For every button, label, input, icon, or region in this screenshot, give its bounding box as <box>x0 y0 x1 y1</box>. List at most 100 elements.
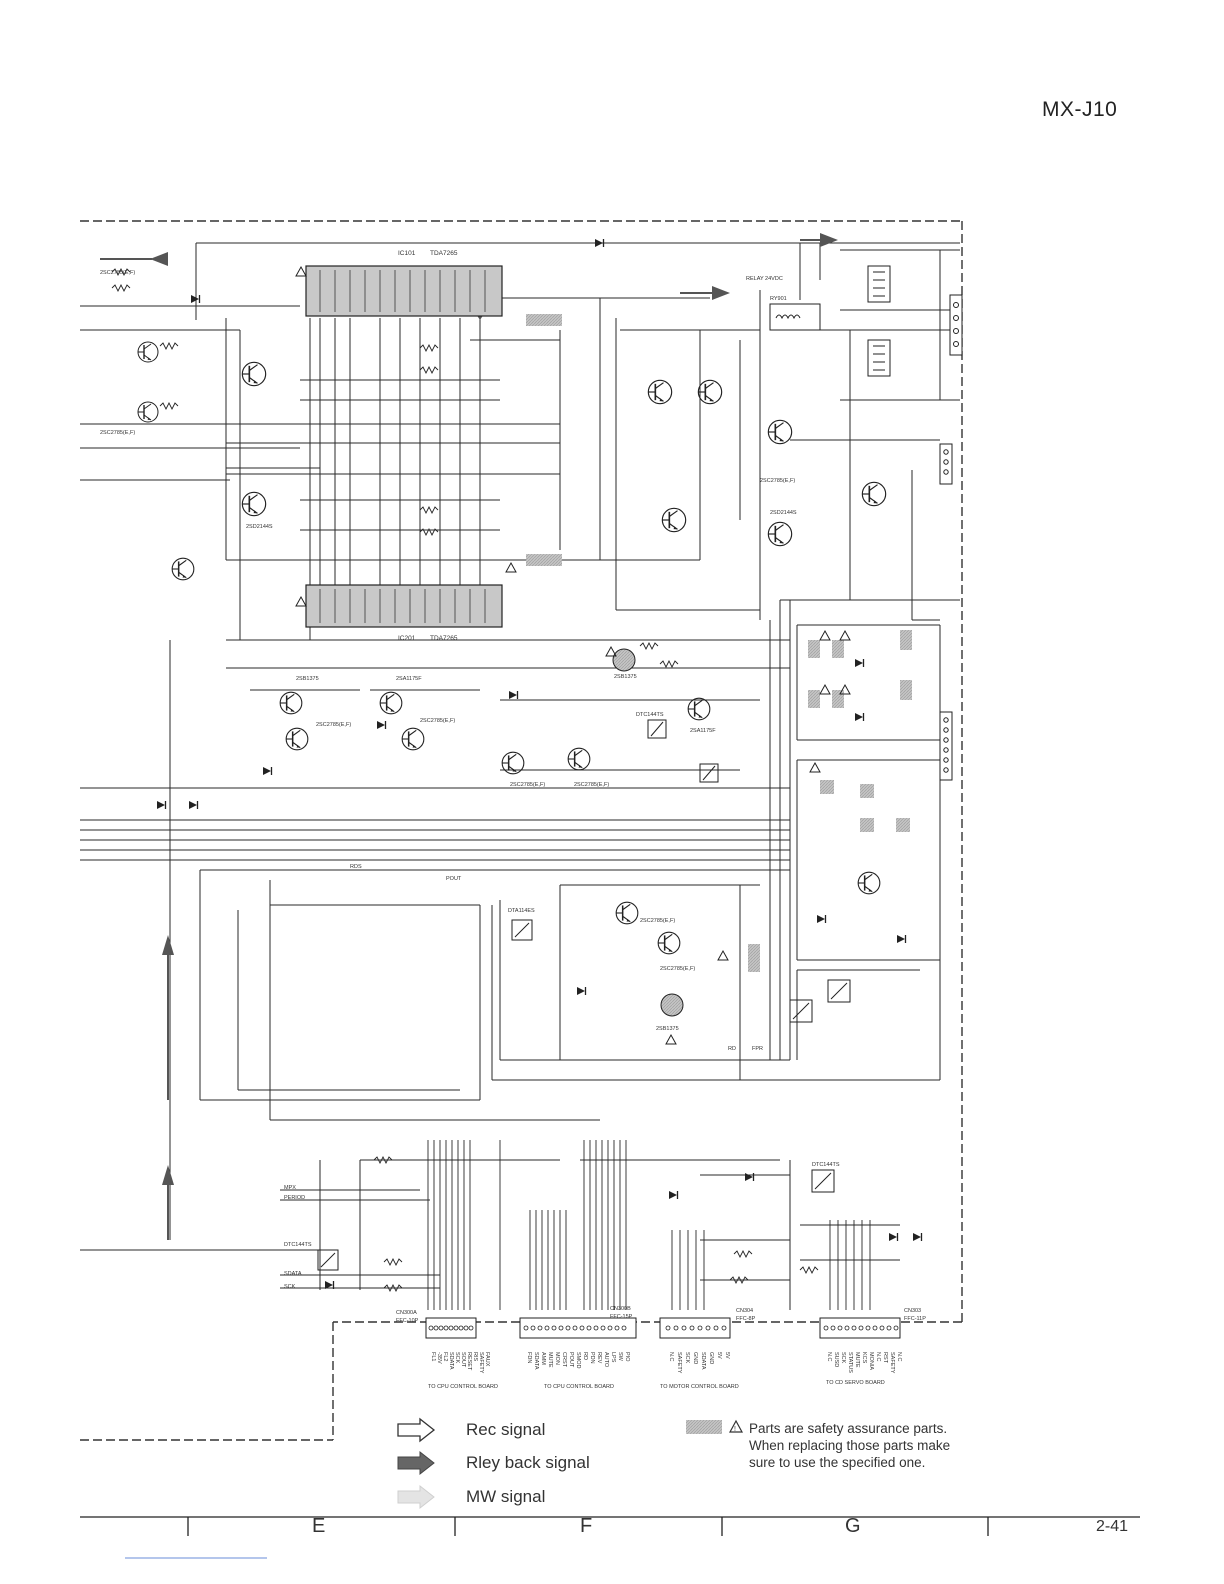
grid-column-f: F <box>580 1515 593 1537</box>
cn304-ref: CN304 <box>736 1308 753 1314</box>
q912-part: 2SC2785(E,F) <box>640 918 675 924</box>
transistors <box>137 341 887 955</box>
transistor-q104 <box>241 361 267 387</box>
output-terminal-block <box>939 294 963 781</box>
bus-period: PERIOD <box>284 1195 305 1201</box>
footer-rule <box>80 1516 1140 1536</box>
svg-text:FL1: FL1 <box>430 1352 436 1361</box>
hatched-safety-transistors <box>612 648 684 1017</box>
output-coils <box>867 265 891 377</box>
svg-text:PDN: PDN <box>589 1352 595 1364</box>
svg-text:POUT: POUT <box>568 1352 574 1368</box>
svg-text:MON: MON <box>554 1352 560 1365</box>
safety-note: Parts are safety assurance parts. When r… <box>749 1420 989 1471</box>
cn300a-dest: TO CPU CONTROL BOARD <box>428 1384 498 1390</box>
transistor-q916 <box>285 727 309 751</box>
transistor-q909a <box>501 751 525 775</box>
svg-text:STATUS: STATUS <box>847 1352 853 1373</box>
bus-sdata: SDATA <box>284 1271 302 1277</box>
svg-text:N.C: N.C <box>826 1352 832 1362</box>
q905-part: 2SA1175F <box>690 728 716 734</box>
q908-part: 2SD2144S <box>770 510 797 516</box>
bus-fpr: FPR <box>752 1046 763 1052</box>
svg-text:SCK: SCK <box>684 1352 690 1364</box>
svg-text:AUTO: AUTO <box>603 1352 609 1368</box>
svg-text:N.C: N.C <box>668 1352 674 1362</box>
svg-text:SUSD: SUSD <box>833 1352 839 1367</box>
q910b-part: 2SB1375 <box>656 1026 679 1032</box>
transistor-q312 <box>861 481 887 507</box>
pin-bundles <box>427 1140 871 1310</box>
q916-part: 2SC2785(E,F) <box>316 722 351 728</box>
ic-packages <box>305 265 503 628</box>
diodes <box>156 238 923 1290</box>
svg-text:CRST: CRST <box>561 1352 567 1368</box>
bottom-connectors <box>425 1317 901 1339</box>
transistor-q902 <box>567 747 591 771</box>
svg-text:FDN: FDN <box>526 1352 532 1363</box>
svg-text:RIS: RIS <box>472 1352 478 1362</box>
transistor-q308 <box>767 521 793 547</box>
svg-text:SCK: SCK <box>840 1352 846 1364</box>
signal-arrows <box>150 233 838 1185</box>
grid-column-e: E <box>312 1515 326 1537</box>
cn303-type: FFC-11P <box>904 1316 926 1322</box>
relay-label: RELAY 24VDC <box>746 276 783 282</box>
q913-part: 2SA1175F <box>396 676 422 682</box>
svg-text:MONIA: MONIA <box>868 1352 874 1370</box>
transistor-q305 <box>661 507 687 533</box>
bus-rds: RDS <box>350 864 362 870</box>
bus-sck: SCK <box>284 1284 296 1290</box>
transistor-q914 <box>401 727 425 751</box>
svg-text:SDATA: SDATA <box>533 1352 539 1370</box>
svg-text:KCS: KCS <box>861 1352 867 1364</box>
legend-safety-swatch <box>686 1420 722 1434</box>
transistor-q205 <box>137 401 159 423</box>
transistor-q201 <box>647 379 673 405</box>
cn303-pin-names: N.C SUSD SCK STATUS MUTE KCS MONIA N.C R… <box>826 1352 902 1374</box>
q902-part: 2SC2785(E,F) <box>574 782 609 788</box>
transistor-q202 <box>697 379 723 405</box>
q105-part: 2SC2785(E,F) <box>100 270 135 276</box>
cn304-type: FFC-8P <box>736 1316 756 1322</box>
wiring <box>80 242 960 1310</box>
relay-ref: RY901 <box>770 296 787 302</box>
q909-part: 2SC2785(E,F) <box>510 782 545 788</box>
svg-text:SOUT: SOUT <box>460 1352 466 1368</box>
q911b-part: DTC144TS <box>812 1162 840 1168</box>
svg-text:MUTE: MUTE <box>547 1352 553 1368</box>
cn304-pin-names: N.C SAFETY SCK GND SDATA GND 5V 5V <box>668 1352 730 1374</box>
svg-text:RST: RST <box>882 1352 888 1364</box>
transistor-q907 <box>171 557 195 581</box>
q907-part: DTC144TS <box>636 712 664 718</box>
q92-part: DTC144TS <box>284 1242 312 1248</box>
svg-text:GND: GND <box>692 1352 698 1364</box>
svg-text:5V: 5V <box>716 1352 722 1359</box>
legend-mw-signal: MW signal <box>466 1487 546 1506</box>
svg-text:SAFETY: SAFETY <box>676 1352 682 1374</box>
svg-text:PIO: PIO <box>624 1352 630 1362</box>
svg-text:RD: RD <box>582 1352 588 1360</box>
svg-text:MUTE: MUTE <box>854 1352 860 1368</box>
svg-text:SAFETY: SAFETY <box>478 1352 484 1374</box>
legend-rec-signal: Rec signal <box>466 1420 546 1439</box>
legend-rley-arrow-icon <box>397 1450 435 1476</box>
transistor-q905 <box>687 697 711 721</box>
bus-rd: RD <box>728 1046 736 1052</box>
svg-text:!: ! <box>734 1426 736 1433</box>
ic201-ref: IC201 <box>398 635 416 642</box>
cn303-dest: TO CD SERVO BOARD <box>826 1380 885 1386</box>
svg-text:GND: GND <box>708 1352 714 1364</box>
component-labels: 2SC2785(E,F) 2SC2785(E,F) 2SD2144S 2SB13… <box>100 270 840 1290</box>
cn300a-type: FFC-10P <box>396 1318 419 1324</box>
svg-text:FAUX: FAUX <box>484 1352 490 1367</box>
warning-triangles <box>295 265 851 1045</box>
legend-rec-arrow-icon <box>397 1417 436 1443</box>
svg-text:N.C: N.C <box>875 1352 881 1362</box>
resistors <box>111 267 819 1293</box>
relay-rv901 <box>769 303 821 331</box>
svg-text:SAFETY: SAFETY <box>889 1352 895 1374</box>
transistor-q105 <box>137 341 159 363</box>
cn303-ref: CN303 <box>904 1308 921 1314</box>
